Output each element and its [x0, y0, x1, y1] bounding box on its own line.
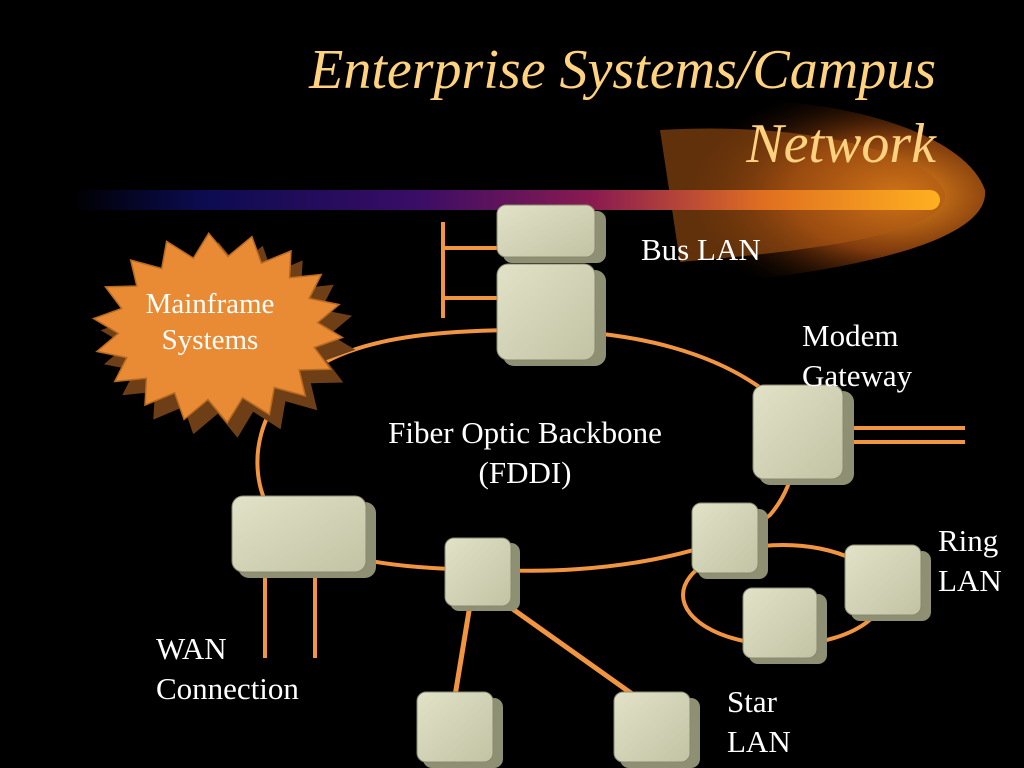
star-link-2 [498, 597, 654, 711]
mainframe-starburst [91, 232, 345, 424]
ring-label-line2: LAN [938, 563, 1002, 598]
backbone-label-line2: (FDDI) [478, 455, 572, 490]
backbone-label: Fiber Optic Backbone (FDDI) [355, 413, 695, 493]
node-bus-small [496, 204, 606, 263]
bus-lan-label: Bus LAN [641, 232, 761, 267]
star-label-line1: Star [727, 684, 777, 719]
mainframe-label: Mainframe Systems [126, 286, 294, 358]
star-link-1 [450, 604, 473, 709]
ring-lan-label: Ring LAN [938, 521, 1002, 601]
node-ring-left [742, 587, 827, 664]
star-lan-label: Star LAN [727, 682, 791, 762]
slide-title-line2: Network [746, 113, 936, 175]
node-star-left [416, 691, 503, 768]
modem-gateway-label: Modem Gateway [802, 316, 912, 396]
wan-connection-label: WAN Connection [156, 629, 299, 709]
node-ring-right [844, 544, 931, 621]
backbone-label-line1: Fiber Optic Backbone [388, 415, 662, 450]
mainframe-label-line1: Mainframe [145, 288, 275, 320]
modem-label-line2: Gateway [802, 358, 913, 393]
title-swoosh [70, 99, 986, 290]
node-star-right [613, 691, 700, 768]
node-bus-large [496, 263, 606, 366]
wan-label-line1: WAN [156, 631, 227, 666]
modem-label-line1: Modem [802, 318, 899, 353]
node-wan [231, 495, 376, 578]
node-star-hub [444, 537, 520, 611]
star-label-line2: LAN [727, 724, 791, 759]
ring-label-line1: Ring [938, 523, 999, 558]
slide-title-line1: Enterprise Systems/Campus [309, 39, 936, 101]
wan-label-line2: Connection [156, 671, 299, 706]
node-modem-gateway [752, 384, 854, 485]
node-ring-hub [691, 502, 768, 579]
mainframe-label-line2: Systems [161, 324, 259, 356]
